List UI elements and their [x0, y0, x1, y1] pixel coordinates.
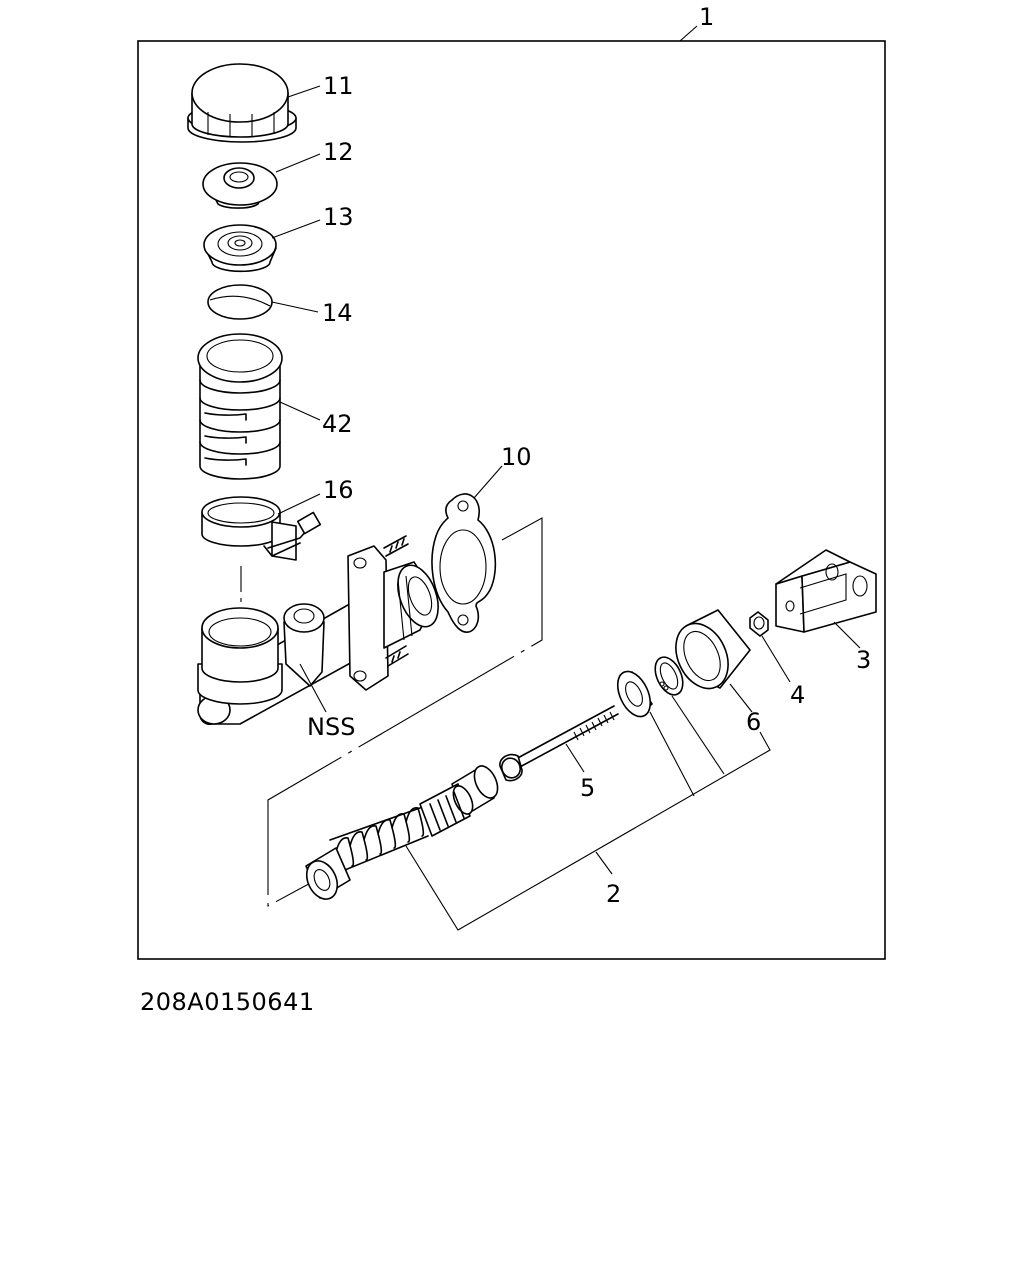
callout-3: 3	[833, 621, 871, 674]
svg-text:14: 14	[322, 299, 353, 327]
svg-text:16: 16	[323, 476, 354, 504]
callout-5: 5	[565, 743, 595, 802]
svg-text:42: 42	[322, 410, 353, 438]
kit-bracket	[267, 517, 543, 907]
callout-4: 4	[761, 635, 805, 709]
svg-text:5: 5	[580, 774, 595, 802]
callout-12: 12	[275, 138, 354, 173]
callout-14: 14	[271, 299, 353, 327]
strainer	[207, 284, 273, 320]
svg-text:4: 4	[790, 681, 805, 709]
svg-text:3: 3	[856, 646, 871, 674]
callout-42: 42	[279, 401, 353, 438]
nut	[749, 611, 769, 637]
callout-16: 16	[277, 476, 354, 515]
diagram-frame	[137, 40, 886, 960]
callout-1: 1	[679, 3, 714, 42]
svg-text:2: 2	[606, 880, 621, 908]
diaphragm	[203, 224, 277, 273]
gasket	[431, 493, 497, 633]
reservoir	[197, 333, 283, 480]
drawing-number: 208A0150641	[140, 988, 315, 1016]
callout-nss: NSS	[299, 663, 355, 741]
reservoir-cap	[187, 63, 297, 143]
cylinder-body	[197, 535, 439, 726]
svg-text:1: 1	[699, 3, 714, 31]
clevis	[775, 549, 877, 633]
cap-plate	[202, 162, 278, 209]
svg-text:6: 6	[746, 708, 761, 736]
push-rod	[499, 705, 619, 782]
callout-2: 2	[405, 695, 771, 931]
svg-text:13: 13	[323, 203, 354, 231]
svg-text:NSS: NSS	[307, 713, 355, 741]
callout-6: 6	[729, 683, 761, 736]
band	[201, 496, 322, 561]
boot	[675, 609, 751, 690]
stopper-washer	[616, 670, 653, 718]
svg-text:12: 12	[323, 138, 354, 166]
svg-text:11: 11	[323, 72, 354, 100]
callout-10: 10	[473, 443, 532, 499]
callout-13: 13	[271, 203, 354, 239]
svg-text:10: 10	[501, 443, 532, 471]
callout-11: 11	[287, 72, 354, 100]
piston-assembly	[305, 765, 499, 900]
snap-ring	[654, 656, 684, 696]
